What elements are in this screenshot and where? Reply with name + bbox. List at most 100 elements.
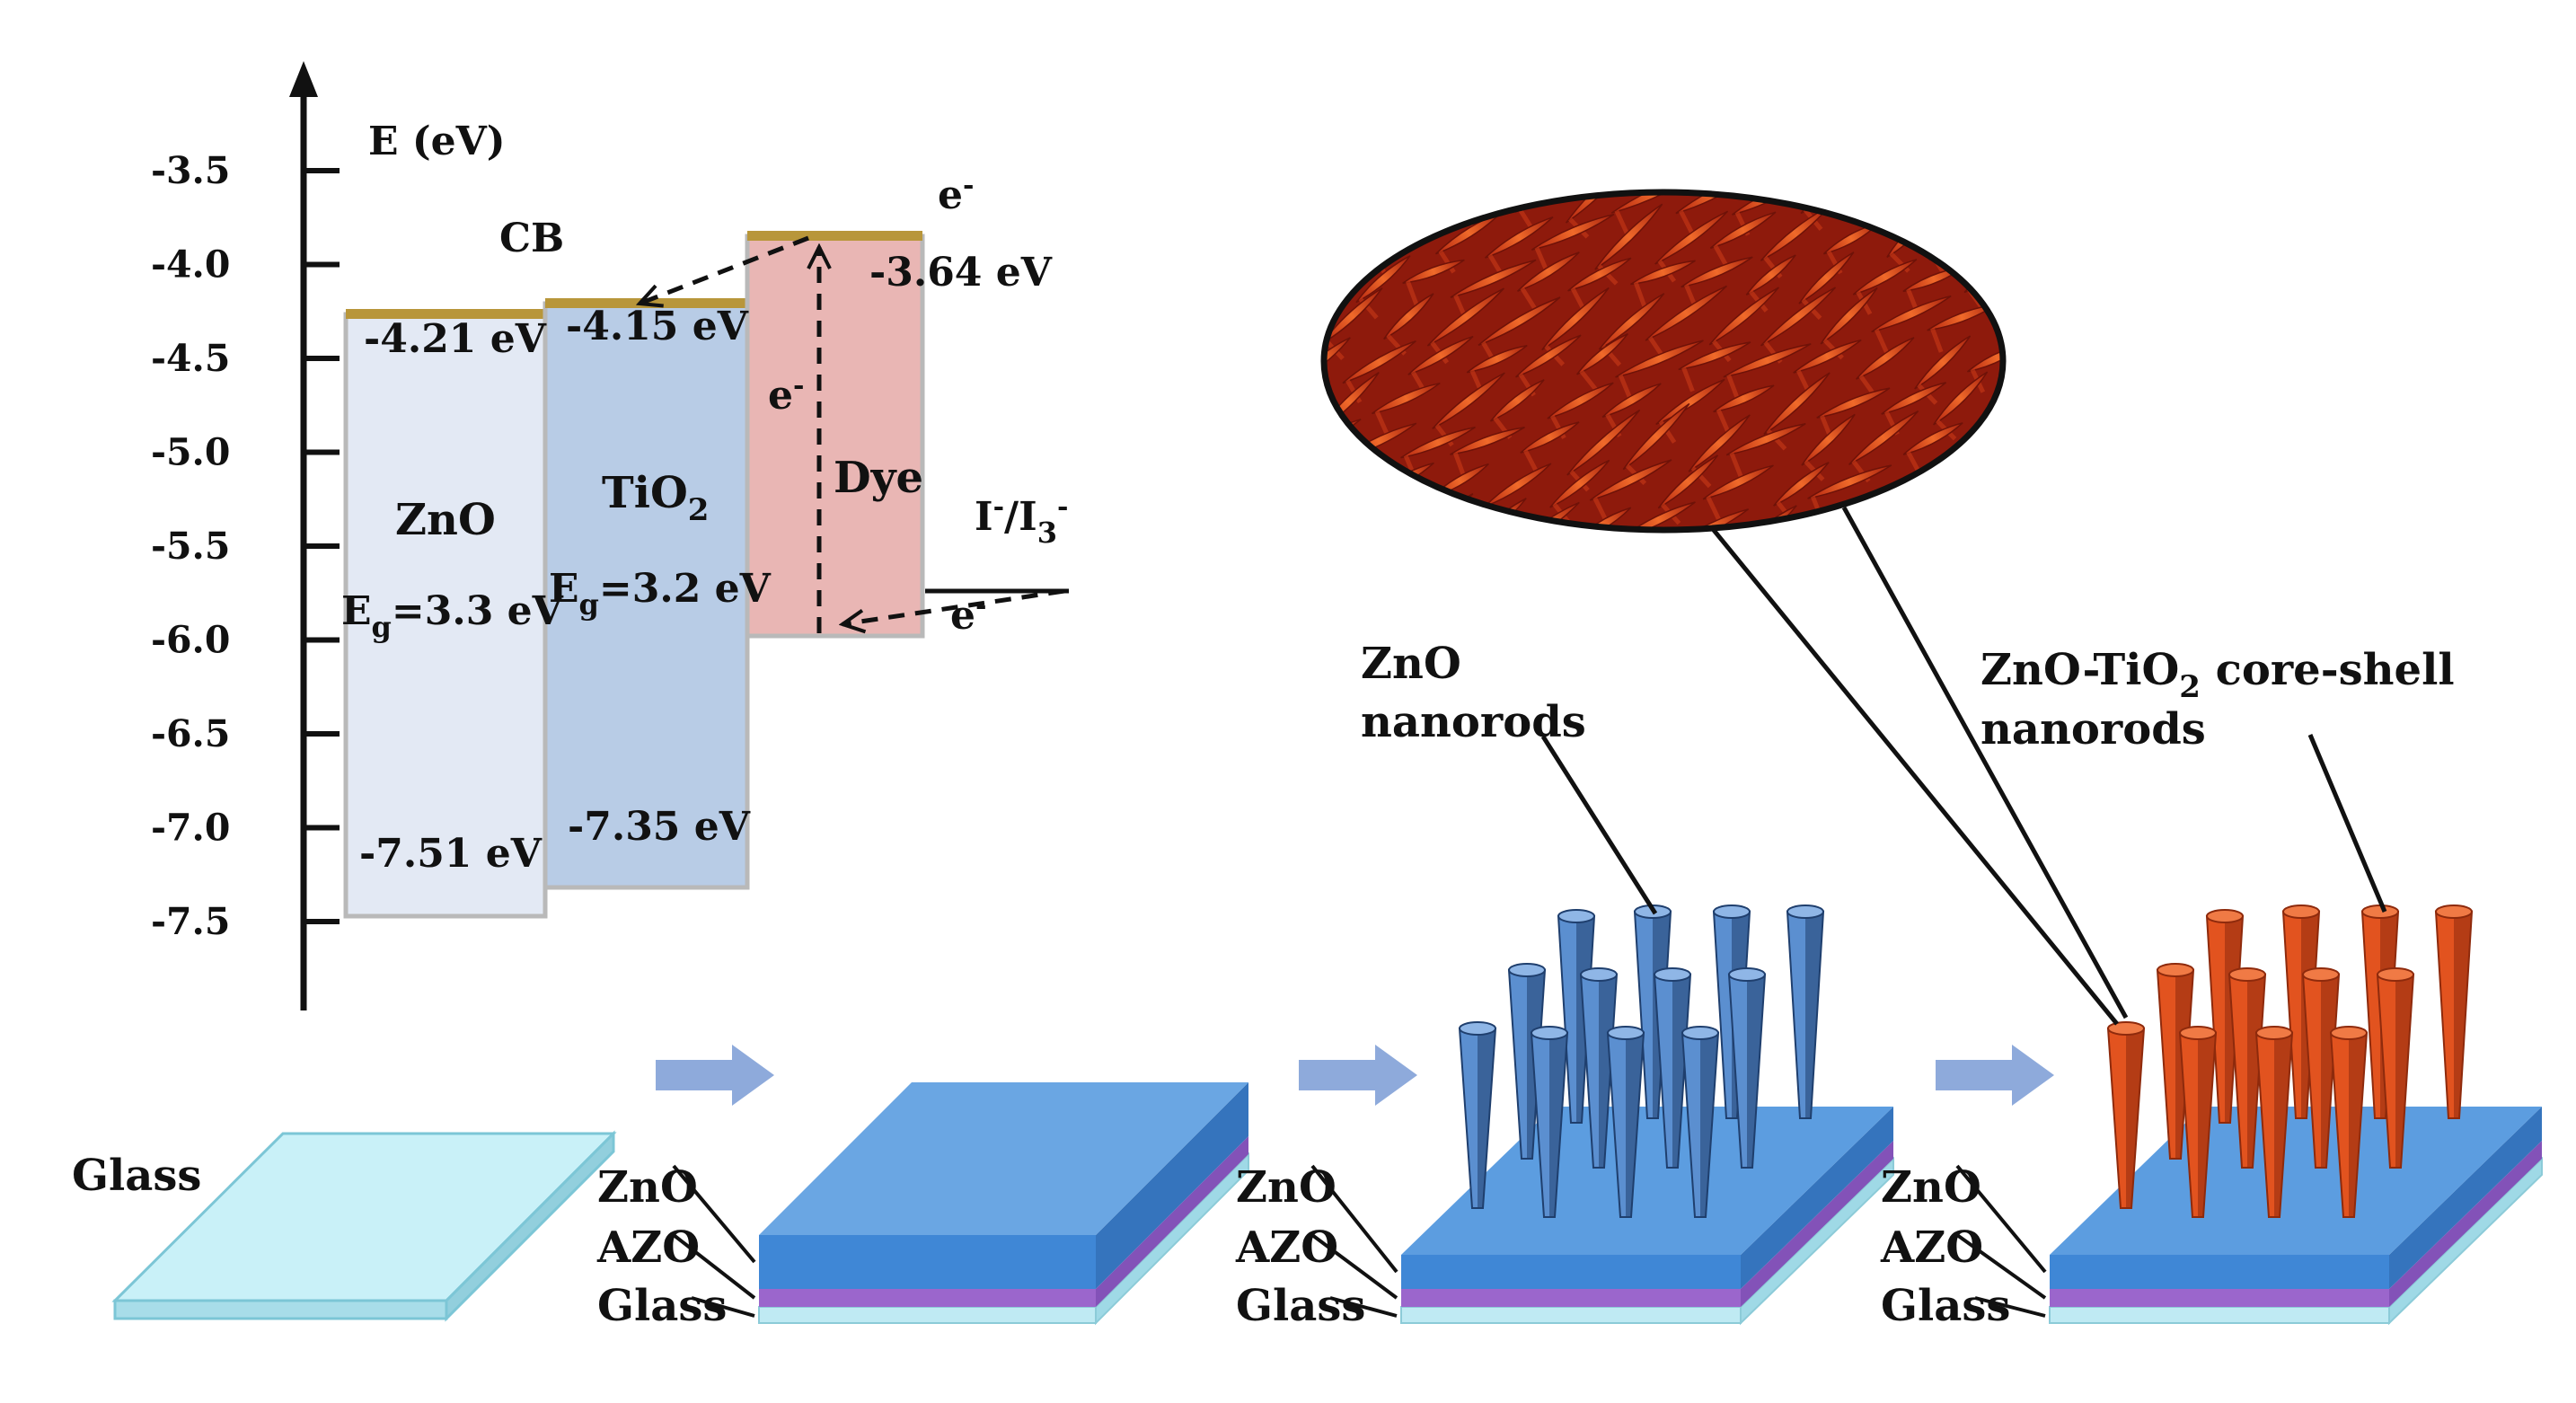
zoom-rod-edge: [1348, 545, 1359, 568]
zoom-rod-edge: [1989, 412, 2003, 438]
zoom-rod: [1324, 507, 1368, 530]
core-shell-line2: nanorods: [1981, 704, 2206, 754]
zoom-rod-edge: [1913, 529, 1929, 530]
zoom-rod-edge: [1627, 535, 1637, 558]
azo-layer-side: [2389, 1141, 2542, 1307]
nanorod-cap: [1607, 1026, 1645, 1040]
electron-label-top: e-: [938, 170, 974, 218]
dye-lumo-edge: [747, 231, 922, 241]
zoom-rod-shape: [1709, 211, 1777, 250]
nanorod-cap: [2255, 1026, 2293, 1040]
zoom-rod-shape: [1402, 259, 1465, 284]
nanorod-shade: [2321, 975, 2339, 1168]
zoom-rod-edge: [1716, 409, 1731, 434]
core-shell-nanorod-array: [2106, 904, 2474, 1218]
step-glass: Glass: [72, 1130, 617, 1322]
zoom-rod-shape: [1763, 372, 1831, 436]
layer-label: AZO: [1235, 1222, 1338, 1273]
nanorod-cap: [2302, 967, 2340, 982]
zoom-rod-edge: [1614, 209, 1629, 235]
zoom-rod: [1871, 295, 1952, 354]
zoom-rod-shape: [1567, 257, 1632, 292]
nanorod-cap: [2206, 909, 2244, 923]
zoom-rod-edge: [1374, 410, 1389, 436]
nanorod-shade: [2126, 1028, 2144, 1208]
zoom-rod-shape: [1760, 287, 1837, 347]
zoom-rod-shape: [1856, 337, 1915, 380]
zoom-rod-shape: [1407, 335, 1474, 375]
zoom-rod-shape: [1645, 285, 1728, 341]
nanorod: [1786, 904, 1825, 1119]
zoom-rod-shape: [1995, 462, 2003, 504]
zno-name: ZnO: [395, 495, 496, 545]
layer-label: ZnO: [597, 1162, 698, 1213]
zoom-rod-edge: [1902, 210, 1918, 235]
zoom-rod-edge: [1471, 544, 1487, 564]
zoom-line-right: [1841, 506, 2129, 1019]
zoom-rod: [1615, 340, 1704, 400]
nanorod-cap: [2435, 904, 2473, 919]
nanorod-cap: [1508, 963, 1546, 977]
zoom-rod: [1678, 341, 1751, 393]
zoom-rod-edge: [1376, 491, 1393, 516]
zoom-rod: [1576, 333, 1628, 393]
nanorod-cap: [1557, 909, 1595, 923]
nanorod-shade: [2395, 975, 2413, 1168]
layer-label: AZO: [596, 1222, 700, 1273]
zoom-rod-shape: [1928, 215, 2001, 261]
zoom-rod-shape: [1899, 192, 1972, 215]
zoom-rod-edge: [1943, 493, 1961, 518]
layer-label: ZnO: [1881, 1162, 1981, 1213]
zoom-rod-edge: [1434, 493, 1451, 518]
redox-couple-label: I-/I3-: [975, 491, 1068, 550]
zoom-rod-shape: [1962, 516, 2003, 530]
nanorod-cap: [1681, 1026, 1719, 1040]
zoom-rod: [1324, 192, 1356, 209]
layer-pointer: [1974, 1296, 2046, 1318]
zoom-rod-shape: [1576, 333, 1628, 375]
nanorod-cap: [1531, 1026, 1568, 1040]
zoom-rod-shape: [1489, 379, 1545, 422]
layer-pointer: [1955, 1164, 2047, 1274]
zoom-rod-shape: [1342, 505, 1431, 530]
nanorod-shade: [1599, 975, 1617, 1168]
azo-layer-side: [1741, 1141, 1893, 1307]
nanorod: [1579, 967, 1619, 1169]
layer-pointer: [672, 1233, 756, 1300]
tick-label: -4.0: [151, 243, 230, 287]
nanorod-cap: [2377, 967, 2414, 982]
zoom-rod-edge: [1294, 454, 1306, 477]
zoom-rod-shape: [1881, 382, 1947, 415]
injection-arrow: [640, 235, 809, 304]
zoom-rod-edge: [1874, 328, 1889, 354]
step-arrow-3: [1936, 1045, 2054, 1106]
zoom-rod-shape: [1324, 245, 1356, 301]
tick-label: -4.5: [151, 337, 230, 380]
zoom-rod: [1899, 192, 1972, 235]
zoom-rod-shape: [1485, 216, 1554, 259]
layer-label: Glass: [1881, 1281, 2010, 1331]
zoom-rod: [1324, 216, 1386, 269]
zoom-rod: [1973, 215, 2003, 280]
zoom-rod-edge: [1977, 254, 1993, 280]
zno-layer-side: [2389, 1107, 2542, 1289]
zoom-rod-shape: [1478, 296, 1561, 347]
zoom-rod-edge: [1883, 492, 1901, 517]
zoom-rod-edge: [1967, 537, 1976, 560]
nanorod: [2178, 1026, 2218, 1218]
zoom-rod-edge: [1438, 250, 1456, 274]
zoom-rod-shape: [1432, 372, 1505, 429]
layer-label: Glass: [1236, 1281, 1365, 1331]
regeneration-arrow: [842, 588, 1065, 624]
zoom-rod-edge: [1790, 538, 1800, 561]
zoom-rod-shape: [1342, 340, 1416, 384]
zoom-rod-edge: [1633, 281, 1647, 307]
zoom-rod-edge: [1299, 379, 1314, 399]
zoom-rod-shape: [1400, 426, 1476, 459]
zno-nanorods-line1: ZnO: [1361, 639, 1461, 689]
zno-nanorods-pointer: [1540, 735, 1658, 915]
zoom-rod-edge: [1930, 327, 1944, 353]
zoom-rod-shape: [1856, 192, 1906, 216]
